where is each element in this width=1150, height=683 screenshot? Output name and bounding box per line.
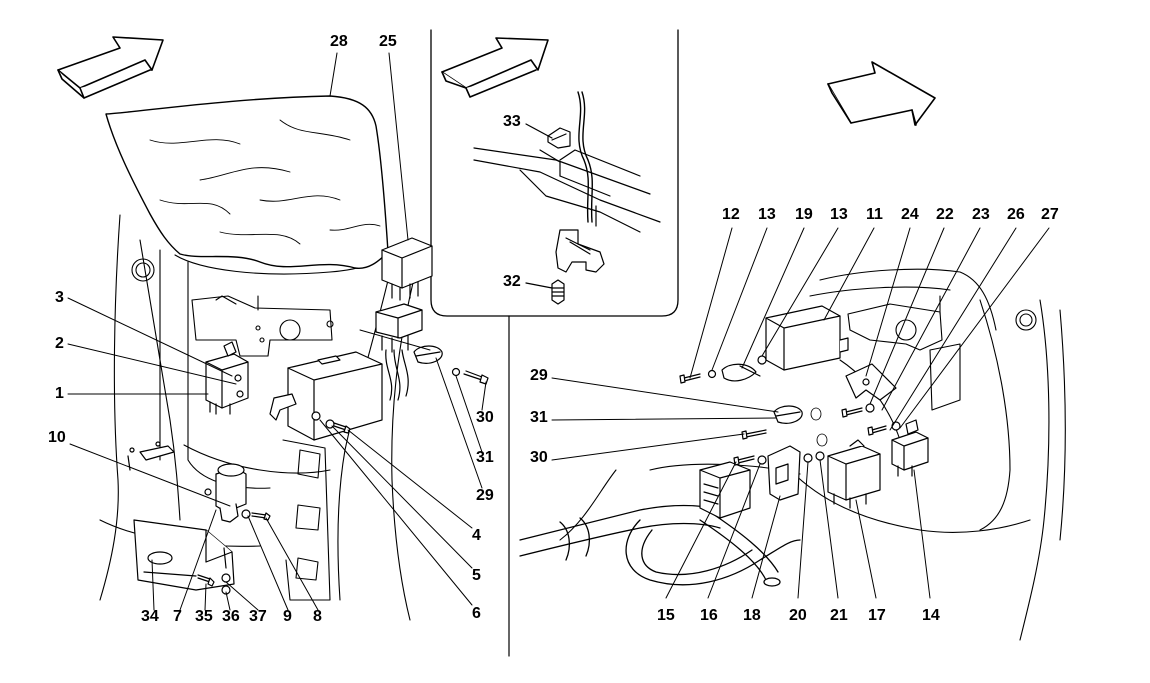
direction-arrow-inset xyxy=(441,37,549,98)
callout-23: 23 xyxy=(972,206,990,223)
bracket-part-18 xyxy=(767,445,801,501)
control-unit-left xyxy=(269,351,383,441)
callout-33: 33 xyxy=(503,113,521,130)
relay-part-25 xyxy=(375,237,433,353)
callout-34: 34 xyxy=(141,608,159,625)
callout-9: 9 xyxy=(283,608,292,625)
callout-4: 4 xyxy=(472,527,481,544)
leaders-left xyxy=(67,52,487,611)
switch-part-7 xyxy=(204,463,247,523)
callout-36: 36 xyxy=(222,608,240,625)
wire-harness-left xyxy=(385,349,409,401)
callout-18: 18 xyxy=(743,607,761,624)
callout-15: 15 xyxy=(657,607,675,624)
callout-32: 32 xyxy=(503,273,521,290)
pin-part-10 xyxy=(127,441,175,471)
callout-30-right: 30 xyxy=(530,449,548,466)
callout-29-right: 29 xyxy=(530,367,548,384)
callout-11: 11 xyxy=(866,206,883,223)
callout-24: 24 xyxy=(901,206,919,223)
relay-part-17 xyxy=(827,439,881,509)
callout-29-left: 29 xyxy=(476,487,494,504)
bracket-part-34 xyxy=(133,519,235,591)
connector-block-right xyxy=(699,461,751,519)
direction-arrow-right xyxy=(827,61,936,126)
relay-part-14 xyxy=(891,419,929,477)
callout-31-right: 31 xyxy=(530,409,548,426)
callout-25: 25 xyxy=(379,33,397,50)
module-part-1 xyxy=(205,341,249,415)
callout-30-left: 30 xyxy=(476,409,494,426)
callout-10: 10 xyxy=(48,429,66,446)
callout-22: 22 xyxy=(936,206,954,223)
callout-14: 14 xyxy=(922,607,940,624)
fastener-part-12-13-19 xyxy=(679,355,767,384)
callout-3: 3 xyxy=(55,289,64,306)
fastener-part-22-23 xyxy=(841,403,875,418)
callout-28: 28 xyxy=(330,33,348,50)
callout-1: 1 xyxy=(55,385,64,402)
fastener-part-26-27 xyxy=(867,421,901,436)
clip-part-29-right xyxy=(741,405,822,440)
callout-27: 27 xyxy=(1041,206,1059,223)
callout-7: 7 xyxy=(173,608,182,625)
direction-arrow-left xyxy=(57,36,164,99)
leader-32 xyxy=(525,282,553,289)
cover-creases xyxy=(149,119,381,245)
callout-8: 8 xyxy=(313,608,322,625)
callout-12: 12 xyxy=(722,206,740,223)
callout-16: 16 xyxy=(700,607,718,624)
leader-33 xyxy=(525,123,553,139)
bracket-part-24 xyxy=(845,363,897,401)
inset-frame-rail xyxy=(473,91,661,305)
callout-19: 19 xyxy=(795,206,813,223)
callout-2: 2 xyxy=(55,335,64,352)
cover-part-28 xyxy=(105,95,389,269)
callout-26: 26 xyxy=(1007,206,1025,223)
callout-5: 5 xyxy=(472,567,481,584)
callout-20: 20 xyxy=(789,607,807,624)
callout-31-left: 31 xyxy=(476,449,494,466)
leaders-right xyxy=(551,227,1050,599)
control-unit-part-11 xyxy=(765,305,849,371)
fastener-part-4-5-6 xyxy=(311,411,351,434)
callout-13-b: 13 xyxy=(830,206,848,223)
callout-21: 21 xyxy=(830,607,848,624)
callout-35: 35 xyxy=(195,608,213,625)
fastener-part-35-36-37 xyxy=(197,547,231,595)
inset-frame xyxy=(430,29,679,317)
clip-part-29-left xyxy=(413,345,489,385)
callout-17: 17 xyxy=(868,607,886,624)
wire-harness-right xyxy=(519,504,801,587)
callout-13-a: 13 xyxy=(758,206,776,223)
callout-6: 6 xyxy=(472,605,481,622)
callout-37: 37 xyxy=(249,608,267,625)
